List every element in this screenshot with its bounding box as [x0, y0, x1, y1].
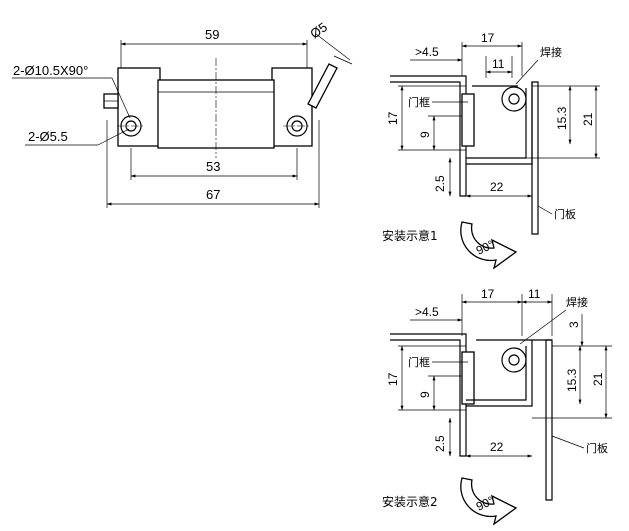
i2-dim-inner: 11: [528, 287, 541, 301]
front-view: 59 Ø5 2-Ø10.5X90° 2-Ø5.5 5: [12, 19, 353, 208]
i1-dim-top: 17: [481, 31, 495, 45]
install-diagram-1: >4.5 17 11 焊接 门框 17 9 2.5: [382, 31, 600, 270]
i2-dim-small: 9: [418, 391, 432, 398]
i2-door-panel: [545, 339, 553, 501]
i2-label-frame: 门框: [408, 355, 430, 369]
i2-dim-top: 17: [481, 287, 495, 301]
i2-label-weld: 焊接: [566, 295, 588, 309]
i1-dim-left-height: 17: [386, 111, 400, 125]
i2-door-frame: [390, 333, 467, 457]
i1-dim-offset: >4.5: [415, 45, 439, 59]
i1-rotation-arrow-icon: [460, 221, 518, 270]
i1-dim-height-a: 15.3: [555, 106, 569, 130]
hinge-leaf-left: [117, 67, 161, 147]
dim-hole-label: 2-Ø5.5: [28, 129, 68, 144]
i2-rotation-arrow-icon: [460, 477, 518, 526]
i1-label-weld: 焊接: [540, 45, 562, 59]
i2-dim-left-height: 17: [386, 372, 400, 386]
dim-hole-spacing-label: 53: [206, 159, 220, 174]
i1-dim-small: 9: [418, 131, 432, 138]
dim-pin-label: Ø5: [307, 19, 330, 41]
i2-dim-three: 3: [567, 321, 581, 328]
i1-dim-gap: 2.5: [433, 175, 447, 192]
i2-dim-bottom: 22: [490, 440, 504, 454]
dim-overall-label: 67: [206, 187, 220, 202]
i1-door-panel: [531, 81, 539, 235]
i1-label-panel: 门板: [554, 207, 576, 221]
i2-dim-offset: >4.5: [415, 305, 439, 319]
i1-door-frame: [390, 75, 467, 197]
i1-dim-bottom: 22: [490, 180, 504, 194]
i1-label-frame: 门框: [408, 95, 430, 109]
i2-dim-height-a: 15.3: [565, 368, 579, 392]
i1-dim-height-b: 21: [581, 112, 595, 126]
i2-caption: 安装示意2: [382, 494, 438, 509]
dim-countersink-label: 2-Ø10.5X90°: [13, 63, 88, 78]
i2-label-panel: 门板: [586, 441, 608, 455]
install-diagram-2: >4.5 17 11 焊接 3 门框 17 9 2.5: [382, 287, 612, 526]
dim-top-label: 59: [205, 27, 219, 42]
hinge-handle: [307, 63, 338, 109]
i1-caption: 安装示意1: [382, 228, 438, 243]
i2-dim-height-b: 21: [591, 372, 605, 386]
i2-dim-gap: 2.5: [433, 435, 447, 452]
i1-dim-inner: 11: [492, 57, 505, 71]
